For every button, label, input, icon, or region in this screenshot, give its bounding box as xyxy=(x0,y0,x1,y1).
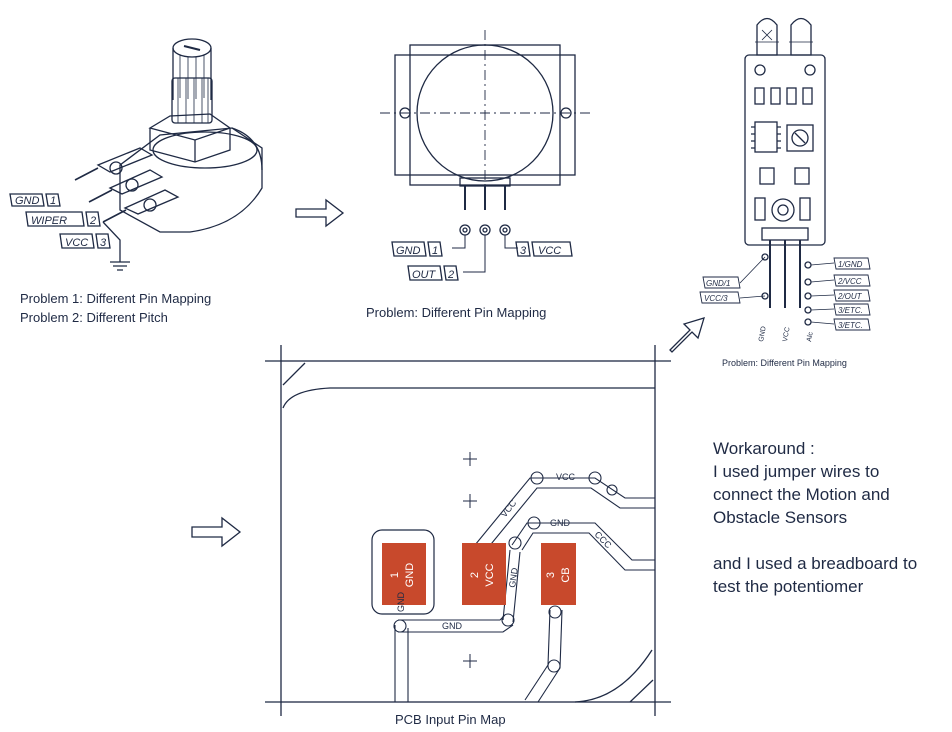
pad-2-name: VCC xyxy=(484,563,496,586)
motion-pin-2: 2 xyxy=(447,269,454,281)
motion-pin-out: OUT xyxy=(412,269,437,281)
pad-3-name: CB xyxy=(560,567,572,582)
motion-pin-vcc: VCC xyxy=(538,245,561,257)
workaround-line-3: Obstacle Sensors xyxy=(713,508,848,527)
trace-label-gnd-mid: GND xyxy=(550,518,571,528)
potentiometer-caption-line1: Problem 1: Different Pin Mapping xyxy=(20,291,211,306)
motion-pin-1: 1 xyxy=(432,245,438,257)
trace-label-gnd-pad: GND xyxy=(396,592,406,613)
motion-pin-3: 3 xyxy=(520,245,527,257)
pad-3-number: 3 xyxy=(545,572,557,578)
obstacle-left-pin-1: GND/1 xyxy=(706,279,730,288)
pad-3 xyxy=(541,543,576,605)
motion-pin-gnd: GND xyxy=(396,245,421,257)
pot-pin-1: 1 xyxy=(50,195,56,207)
obstacle-sensor-pin-labels xyxy=(699,257,871,331)
arrow-right-icon xyxy=(295,198,345,228)
potentiometer-caption-line2: Problem 2: Different Pitch xyxy=(20,310,168,325)
pcb-caption: PCB Input Pin Map xyxy=(395,712,506,727)
trace-label-gnd-bottom: GND xyxy=(442,621,463,631)
pcb-traces xyxy=(394,477,655,703)
obstacle-right-pin-2: 2/VCC xyxy=(837,277,862,286)
obstacle-right-pin-1: 1/GND xyxy=(838,260,863,269)
obstacle-bottom-vcc: VCC xyxy=(782,327,791,343)
obstacle-right-pin-3: 2/OUT xyxy=(837,292,863,301)
potentiometer xyxy=(74,38,263,271)
obstacle-bottom-gnd: GND xyxy=(758,326,768,343)
motion-sensor-caption: Problem: Different Pin Mapping xyxy=(366,305,546,320)
workaround-line-4: and I used a breadboard to xyxy=(713,554,918,573)
arrow-diagonal-icon xyxy=(669,317,705,353)
pcb-board xyxy=(265,345,671,716)
pcb-pads xyxy=(371,529,576,615)
trace-label-vcc-diag: VCC xyxy=(499,498,519,520)
pad-1-number: 1 xyxy=(389,572,401,578)
pad-1-name: GND xyxy=(404,563,416,588)
workaround-line-5: test the potentiomer xyxy=(713,577,864,596)
workaround-note: Workaround : I used jumper wires to conn… xyxy=(713,437,949,598)
obstacle-sensor-caption: Problem: Different Pin Mapping xyxy=(722,358,847,368)
obstacle-sensor xyxy=(739,17,835,326)
trace-label-gnd-vert: GND xyxy=(507,567,520,589)
workaround-title: Workaround : xyxy=(713,439,815,458)
pad-2-number: 2 xyxy=(469,572,481,578)
obstacle-left-pin-2: VCC/3 xyxy=(704,294,728,303)
obstacle-bottom-alc: Alc xyxy=(806,331,815,342)
pad-2 xyxy=(462,543,506,605)
obstacle-right-pin-4: 3/ETC. xyxy=(838,306,863,315)
workaround-line-2: connect the Motion and xyxy=(713,485,890,504)
potentiometer-pin-labels xyxy=(9,193,111,249)
pot-pin-gnd: GND xyxy=(15,195,40,207)
trace-label-vcc-top: VCC xyxy=(556,472,576,482)
pot-pin-2: 2 xyxy=(89,215,96,227)
pcb-vias xyxy=(393,471,618,673)
arrow-right-icon-2 xyxy=(191,516,242,548)
pad-1 xyxy=(382,543,426,605)
pad-1-outline xyxy=(371,529,435,615)
motion-sensor xyxy=(380,30,590,273)
workaround-line-1: I used jumper wires to xyxy=(713,462,880,481)
pot-pin-vcc: VCC xyxy=(65,237,88,249)
motion-sensor-pin-labels xyxy=(391,241,573,281)
obstacle-right-pin-5: 3/ETC. xyxy=(838,321,863,330)
pot-pin-3: 3 xyxy=(100,237,107,249)
pot-pin-wiper: WIPER xyxy=(31,215,67,227)
